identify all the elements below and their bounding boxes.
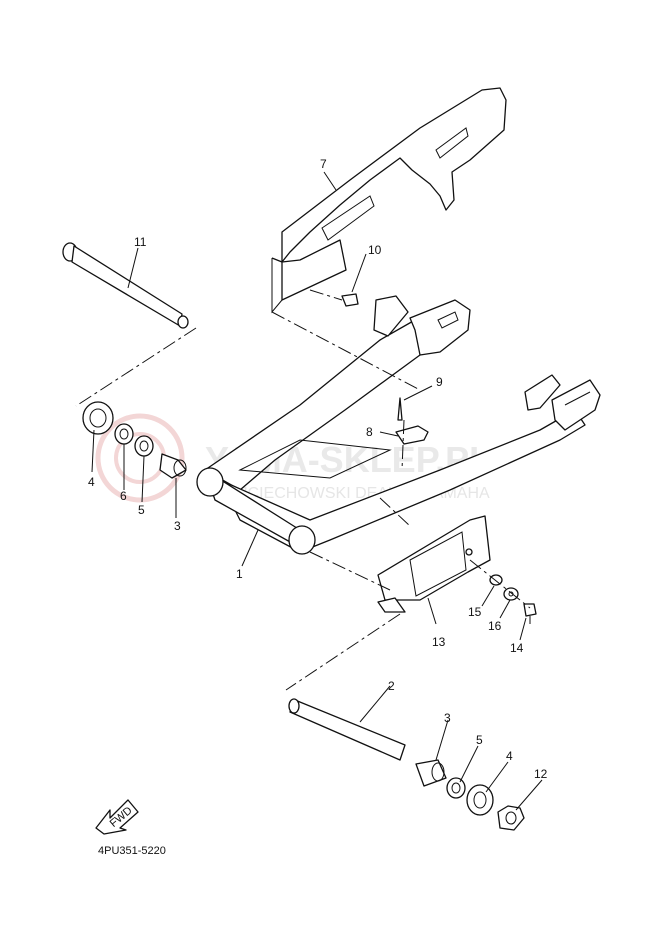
callout-4-left: 4 (88, 475, 95, 489)
callout-8: 8 (366, 425, 373, 439)
washer-5-right (446, 777, 466, 799)
watermark-logo (95, 413, 185, 503)
cotter-pin-9 (397, 397, 403, 421)
callout-6: 6 (120, 489, 127, 503)
callout-1: 1 (236, 567, 243, 581)
leader-lines (91, 171, 543, 811)
bushing-3-right (415, 759, 447, 787)
pivot-shaft (62, 242, 189, 329)
callout-3-right: 3 (444, 711, 451, 725)
callout-12: 12 (534, 767, 548, 781)
pivot-shaft-2 (288, 698, 406, 761)
callout-13: 13 (432, 635, 446, 649)
callout-11: 11 (134, 235, 147, 249)
part-code: 4PU351-5220 (98, 845, 166, 857)
callouts: 1 2 3 3 4 4 5 5 6 7 8 9 10 11 12 13 14 1… (88, 157, 548, 781)
callout-5-left: 5 (138, 503, 145, 517)
callout-2: 2 (388, 679, 395, 693)
callout-16: 16 (488, 619, 502, 633)
bolt-14 (523, 603, 537, 624)
callout-10: 10 (368, 243, 382, 257)
bolt-10 (341, 293, 359, 307)
callout-5-right: 5 (476, 733, 483, 747)
assembly-lines (75, 289, 531, 691)
washer-5-left (134, 435, 154, 457)
callout-14: 14 (510, 641, 524, 655)
bushing-3-left (159, 453, 187, 479)
nut-12 (497, 805, 525, 831)
collar-15 (489, 574, 503, 586)
oil-seal-4-left (82, 401, 114, 435)
chain-guard (377, 515, 491, 613)
callout-4-right: 4 (506, 749, 513, 763)
oil-seal-4-right (466, 784, 494, 816)
callout-15: 15 (468, 605, 482, 619)
washer-6 (114, 423, 134, 445)
washer-16 (503, 587, 519, 601)
callout-7: 7 (320, 157, 327, 171)
callout-3-left: 3 (174, 519, 181, 533)
swingarm (196, 295, 601, 555)
callout-9: 9 (436, 375, 443, 389)
chain-case (271, 87, 507, 314)
fwd-arrow-icon: FWD (95, 799, 139, 835)
